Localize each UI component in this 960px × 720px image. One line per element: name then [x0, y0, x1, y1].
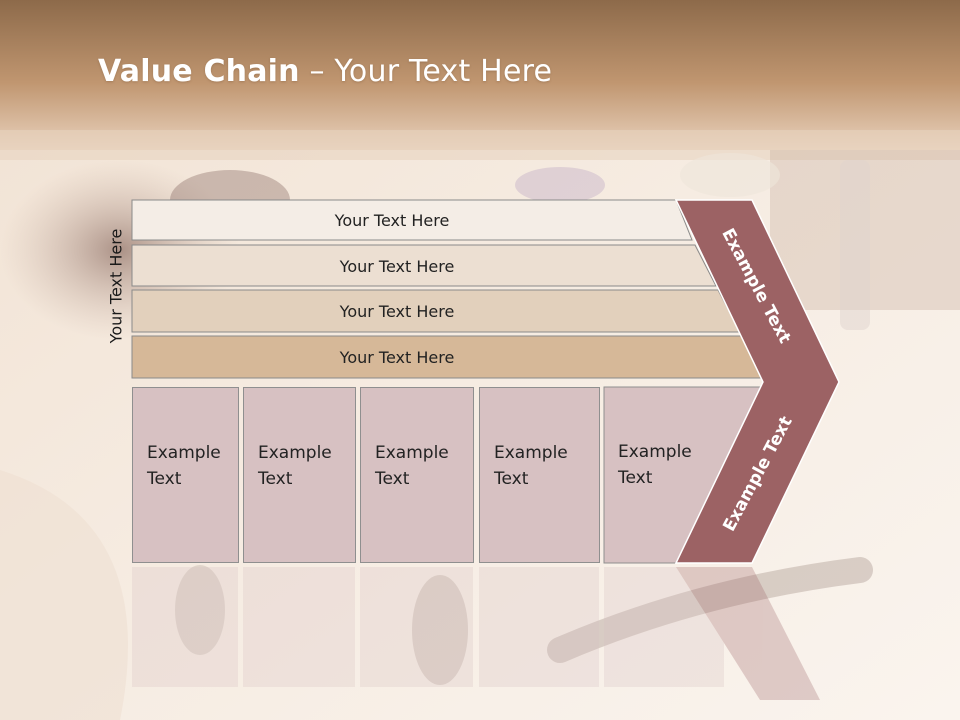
row-1: Your Text Here	[334, 210, 450, 230]
slide-title: Value Chain – Your Text Here	[98, 54, 553, 89]
side-label: Your Text Here	[106, 228, 126, 344]
row-2: Your Text Here	[339, 256, 455, 276]
row-3: Your Text Here	[339, 301, 455, 321]
row-4: Your Text Here	[339, 347, 455, 367]
